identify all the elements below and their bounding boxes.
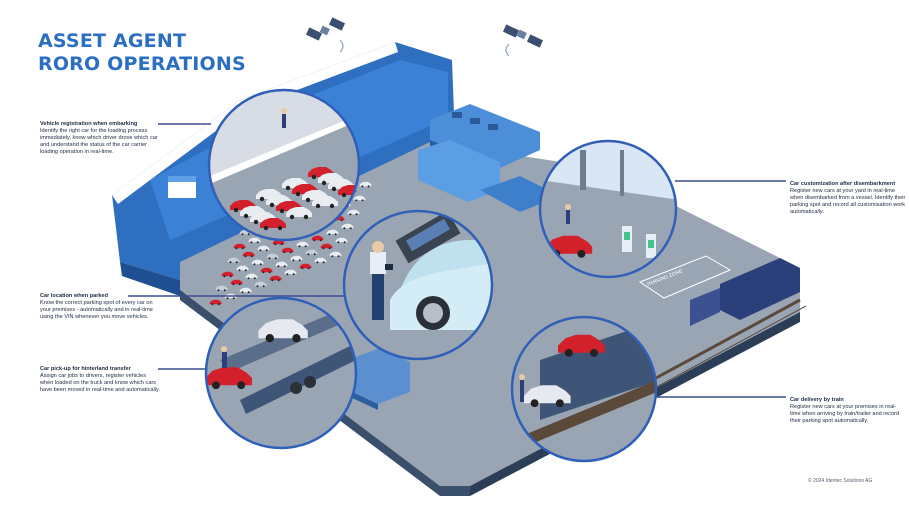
- callout-vehicle-registration: Vehicle registration when embarking Iden…: [40, 121, 158, 156]
- callout-heading: Vehicle registration when embarking: [40, 121, 138, 127]
- callout-car-pickup: Car pick-up for hinterland transfer Assi…: [40, 366, 160, 394]
- satellite-icon: [502, 24, 544, 57]
- title-line-1: ASSET AGENT: [38, 30, 187, 52]
- callout-car-customization: Car customization after disembarkment Re…: [790, 181, 906, 216]
- train: [690, 258, 800, 326]
- magnifier-car-pickup: [204, 296, 358, 450]
- callout-body: Register new cars at your premises in re…: [790, 404, 900, 424]
- title-line-2: RORO OPERATIONS: [38, 53, 246, 75]
- magnifier-car-location: [342, 209, 494, 361]
- page-title: ASSET AGENT RORO OPERATIONS: [38, 30, 246, 76]
- callout-car-delivery-train: Car delivery by train Register new cars …: [790, 397, 902, 425]
- callout-connectors: [128, 123, 786, 398]
- callout-heading: Car pick-up for hinterland transfer: [40, 366, 131, 372]
- satellite-icon: [305, 17, 346, 53]
- callout-body: Identify the right car for the loading p…: [40, 128, 158, 155]
- callout-heading: Car delivery by train: [790, 397, 844, 403]
- magnifier-car-customization: [538, 139, 678, 279]
- terminal-buildings: [348, 104, 560, 410]
- magnifier-car-delivery-train: [510, 315, 658, 463]
- callout-heading: Car customization after disembarkment: [790, 181, 896, 187]
- callout-body: Know the correct parking spot of every c…: [40, 300, 153, 320]
- callout-car-location: Car location when parked Know the correc…: [40, 293, 160, 321]
- callout-body: Assign car jobs to drivers, register veh…: [40, 373, 160, 393]
- callout-body: Register new cars at your yard in real-t…: [790, 188, 906, 215]
- callout-heading: Car location when parked: [40, 293, 109, 299]
- magnifier-vehicle-registration: [207, 88, 361, 242]
- copyright: © 2024 Identec Solutions AG: [808, 478, 873, 484]
